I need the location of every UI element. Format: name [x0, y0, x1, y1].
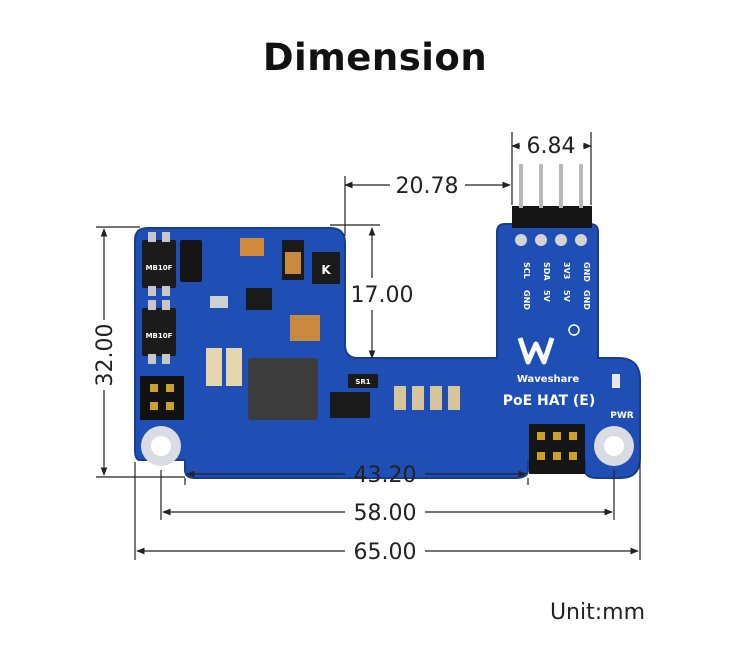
bottom-right-header: [529, 424, 585, 474]
dim-height: 32.00: [93, 324, 118, 387]
pin-labels: SCL SDA 3V3 GND GND 5V 5V GND: [522, 262, 591, 310]
svg-text:SR1: SR1: [355, 378, 370, 386]
dim-hole-spacing: 58.00: [354, 501, 417, 526]
mounting-hole-left: [141, 426, 181, 466]
svg-text:GND: GND: [582, 290, 591, 310]
unit-label: Unit:mm: [549, 600, 645, 625]
dim-notch-depth: 17.00: [351, 283, 414, 308]
dim-inner-width: 43.20: [354, 463, 417, 488]
left-header: [140, 376, 184, 420]
page-title: Dimension: [262, 36, 488, 79]
svg-text:5V: 5V: [562, 290, 571, 303]
top-pin-header: [512, 164, 592, 246]
diode: [180, 240, 202, 282]
transformer: [248, 358, 318, 420]
diode-large: [330, 392, 370, 418]
product-label: PoE HAT (E): [503, 393, 596, 409]
mounting-hole-right: [594, 426, 634, 466]
svg-text:K: K: [321, 263, 331, 277]
svg-text:SCL: SCL: [522, 262, 531, 279]
waveshare-logo-icon: [517, 324, 580, 365]
rectifier-1-label: MB10F: [146, 264, 173, 272]
rectifier-2-label: MB10F: [146, 332, 173, 340]
svg-text:3V3: 3V3: [562, 262, 571, 279]
rectifier-1: MB10F: [142, 232, 176, 296]
svg-text:SDA: SDA: [542, 262, 551, 281]
svg-text:5V: 5V: [542, 290, 551, 303]
inductor-small: [206, 348, 222, 386]
dim-notch-offset: 20.78: [396, 174, 459, 199]
dimension-lines: [96, 132, 641, 560]
dim-header-width: 6.84: [527, 134, 576, 159]
svg-text:GND: GND: [522, 290, 531, 310]
dim-overall-width: 65.00: [354, 540, 417, 565]
brand-label: Waveshare: [517, 374, 579, 385]
svg-text:GND: GND: [582, 262, 591, 282]
controller-chip: [246, 288, 272, 310]
resistor-row: [394, 386, 460, 410]
pwr-label: PWR: [610, 411, 634, 421]
capacitor: [240, 238, 264, 256]
pwr-led: [612, 374, 620, 388]
sr1-chip: [348, 374, 378, 388]
rectifier-2: MB10F: [142, 300, 176, 364]
pcb-board: MB10F MB10F K SR1: [134, 164, 641, 479]
capacitor-2: [290, 315, 320, 341]
ic-k: [312, 252, 340, 284]
